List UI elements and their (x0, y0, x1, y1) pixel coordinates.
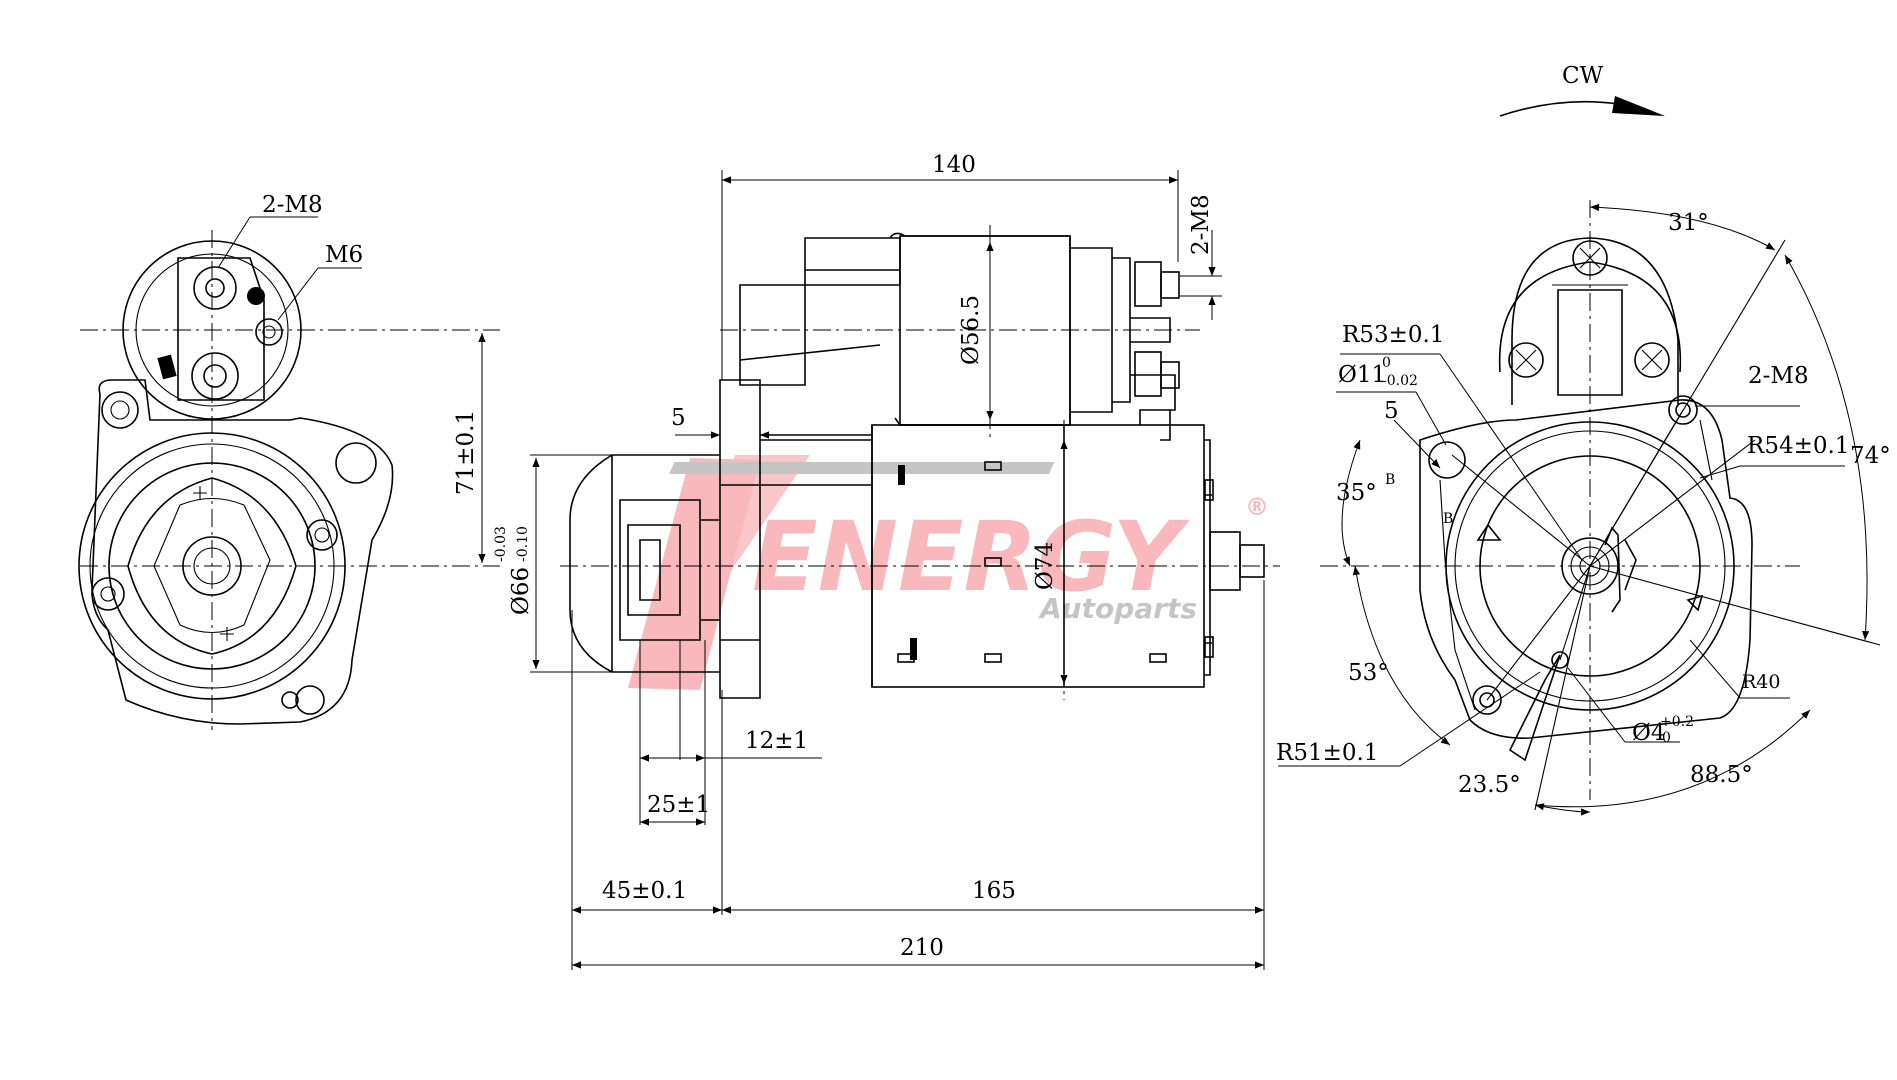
side-nose-diameter-upper-tol: -0.03 (493, 526, 509, 562)
mount-angle-left-label: 35° (1336, 480, 1377, 506)
side-length-solenoid-label: 140 (932, 152, 976, 178)
mount-radius-a-label: R53±0.1 (1342, 322, 1444, 348)
side-flange-thickness-label: 5 (671, 405, 686, 431)
side-body-diameter-label: Ø74 (1032, 542, 1058, 590)
rotation-label: CW (1562, 63, 1604, 89)
side-nose-length-label: 45±0.1 (602, 878, 687, 904)
brand-name: ENERGY (752, 501, 1190, 613)
side-solenoid-thread-label: 2-M8 (1188, 194, 1214, 255)
mount-pin-upper-tol: +0.2 (1660, 714, 1694, 730)
side-total-length-label: 210 (900, 935, 944, 961)
mount-radius-c-label: R40 (1742, 671, 1780, 693)
mount-hole-upper-tol: 0 (1382, 355, 1391, 371)
front-thread-side-label: M6 (325, 242, 363, 268)
mount-angle-bottom-right-label: 88.5° (1690, 762, 1753, 788)
mount-hole-lower-tol: -0.02 (1382, 373, 1418, 389)
brand-swoosh (668, 462, 1055, 474)
mount-pin-lower-tol: 0 (1662, 730, 1671, 746)
mount-thread-label: 2-M8 (1748, 363, 1809, 389)
side-body-length-label: 165 (972, 878, 1016, 904)
front-view: 71±0.1 2-M8 M6 (78, 192, 500, 730)
brand-x-mark (628, 458, 760, 690)
front-offset-label: 71±0.1 (453, 410, 479, 495)
brand-watermark: ENERGY ® Autoparts (628, 455, 1269, 690)
rotation-indicator: CW (1499, 63, 1665, 117)
mount-offset-label: 5 (1384, 398, 1399, 424)
rotation-arrow (1499, 100, 1619, 117)
brand-tagline: Autoparts (1038, 592, 1197, 625)
brand-registered: ® (1245, 493, 1269, 521)
mount-angle-lower-left-label: 53° (1348, 660, 1389, 686)
mount-radius-d-label: R51±0.1 (1276, 740, 1378, 766)
front-thread-top-label: 2-M8 (262, 192, 323, 218)
mount-view: 31° R53±0.1 Ø11 0 -0.02 5 B B 2-M8 R54±0… (1276, 200, 1891, 816)
mount-angle-top-label: 31° (1668, 210, 1709, 236)
side-nose-diameter-label: Ø66 (508, 567, 534, 615)
mount-radius-b-label: R54±0.1 (1747, 433, 1849, 459)
side-pinion-length-label: 12±1 (745, 728, 808, 754)
side-nose-diameter-lower-tol: -0.10 (515, 526, 531, 562)
mount-section-b1-label: B (1385, 472, 1395, 488)
mount-angle-right-label: 74° (1850, 443, 1891, 469)
side-solenoid-diameter-label: Ø56.5 (958, 295, 984, 365)
mount-section-b2-label: B (1443, 511, 1453, 527)
mount-pin-diameter-label: Ø4 (1632, 720, 1666, 746)
mount-angle-bottom-label: 23.5° (1458, 772, 1521, 798)
side-view: 140 2-M8 Ø56.5 Ø74 Ø66 -0.03 -0.10 5 12±… (493, 152, 1280, 970)
mount-hole-diameter-label: Ø11 (1338, 362, 1386, 388)
side-pinion-offset-label: 25±1 (647, 792, 710, 818)
